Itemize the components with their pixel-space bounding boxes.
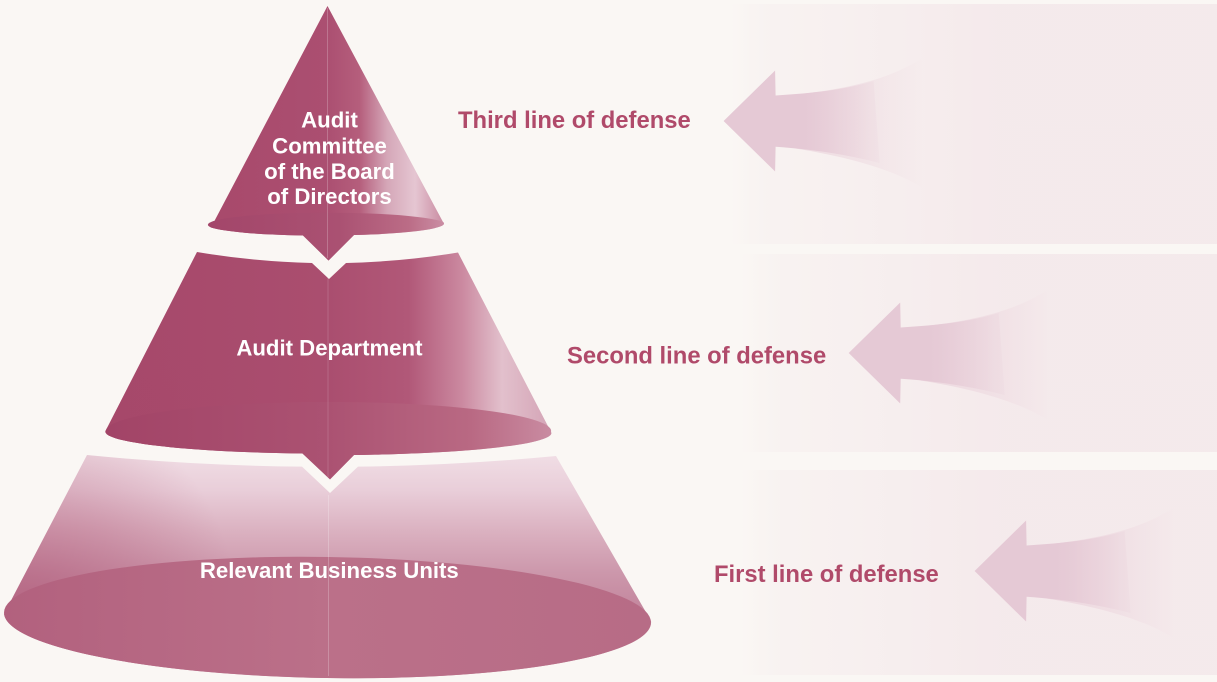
svg-text:First line of defense: First line of defense [714,561,939,588]
svg-text:Relevant Business Units: Relevant Business Units [200,558,459,583]
svg-text:Committee: Committee [272,133,387,158]
svg-text:of the Board: of the Board [264,159,395,184]
svg-text:of Directors: of Directors [267,184,392,209]
svg-text:Third line of defense: Third line of defense [458,107,691,134]
svg-text:Audit: Audit [301,108,358,133]
svg-text:Second line of defense: Second line of defense [567,342,826,369]
svg-text:Audit Department: Audit Department [236,335,423,360]
